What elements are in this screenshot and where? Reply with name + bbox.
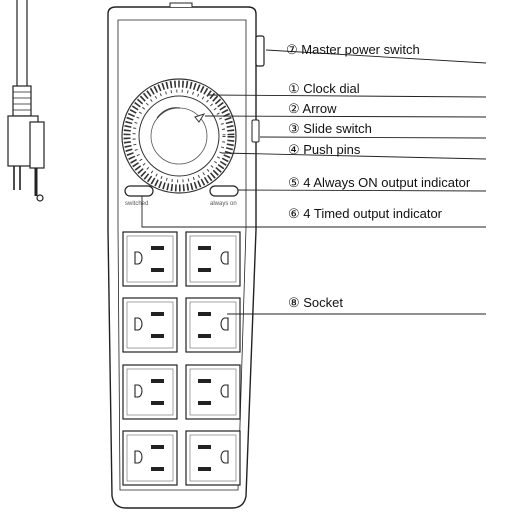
slide-switch[interactable] <box>251 119 260 143</box>
blade-slot <box>198 268 211 272</box>
arrow <box>156 107 206 123</box>
socket <box>185 231 241 287</box>
leader-push-pins <box>221 152 487 160</box>
socket <box>122 364 178 420</box>
blade-slot <box>151 445 164 449</box>
always-on-label: always on <box>210 201 237 207</box>
ground-hole <box>220 450 229 464</box>
blade-slot <box>198 379 211 383</box>
clock-dial[interactable] <box>121 78 237 194</box>
socket <box>185 364 241 420</box>
blade-slot <box>198 246 211 250</box>
callout-push-pins: ④ Push pins <box>288 142 361 157</box>
socket <box>185 430 241 486</box>
ground-hole <box>220 317 229 331</box>
switched-label: switched <box>125 201 148 207</box>
power-cord-plug <box>7 0 45 202</box>
always-on-output-indicator <box>209 185 239 197</box>
callout-timed-indicator: ⑥ 4 Timed output indicator <box>288 206 443 221</box>
ground-hole <box>134 450 143 464</box>
blade-slot <box>198 445 211 449</box>
blade-slot <box>151 334 164 338</box>
ground-hole <box>220 251 229 265</box>
blade-slot <box>151 401 164 405</box>
socket-grid <box>122 231 241 486</box>
socket <box>122 231 178 287</box>
callout-clock-dial: ① Clock dial <box>288 81 360 96</box>
blade-slot <box>151 246 164 250</box>
callout-socket: ⑧ Socket <box>288 295 344 310</box>
callout-master-power-switch: ⑦ Master power switch <box>286 42 420 57</box>
socket <box>122 430 178 486</box>
blade-slot <box>198 467 211 471</box>
leader-master-power-switch <box>265 49 487 64</box>
leader-always-on-indicator <box>237 189 487 192</box>
blade-slot <box>198 334 211 338</box>
leader-arrow <box>204 115 487 118</box>
callout-slide-switch: ③ Slide switch <box>288 121 372 136</box>
leader-slide-switch <box>259 136 487 139</box>
ground-hole <box>134 251 143 265</box>
blade-slot <box>151 467 164 471</box>
ground-hole <box>134 384 143 398</box>
ground-hole <box>220 384 229 398</box>
blade-slot <box>151 379 164 383</box>
callout-always-on-indicator: ⑤ 4 Always ON output indicator <box>288 175 471 190</box>
blade-slot <box>198 401 211 405</box>
leader-lines <box>141 49 487 315</box>
timed-output-indicator <box>124 185 154 197</box>
socket <box>185 297 241 353</box>
blade-slot <box>198 312 211 316</box>
blade-slot <box>151 268 164 272</box>
leader-timed-indicator <box>141 196 486 228</box>
callout-arrow: ② Arrow <box>288 101 337 116</box>
socket <box>122 297 178 353</box>
ground-hole <box>134 317 143 331</box>
master-power-switch[interactable] <box>255 35 265 67</box>
blade-slot <box>151 312 164 316</box>
leader-clock-dial <box>207 94 487 98</box>
